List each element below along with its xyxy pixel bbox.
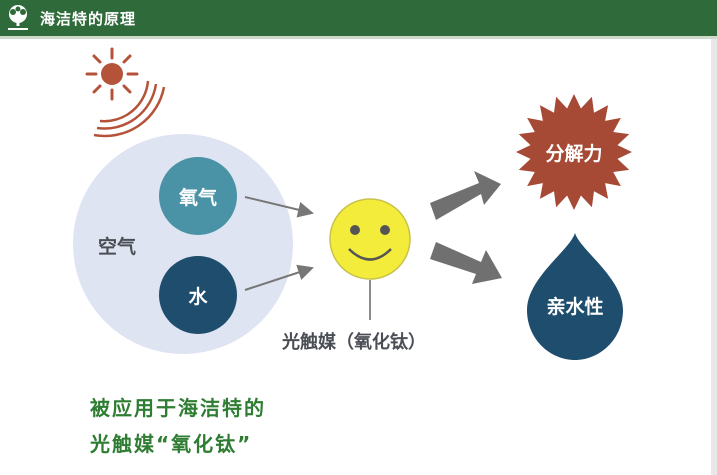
hydrophilic-label: 亲水性	[546, 295, 603, 318]
header-divider	[0, 36, 717, 39]
page-title: 海洁特的原理	[40, 10, 137, 28]
air-label: 空气	[98, 235, 136, 258]
smiley-face-icon	[329, 198, 411, 280]
water-circle	[159, 256, 237, 334]
caption-line-2: 光触媒“氧化钛”	[90, 432, 253, 456]
arrow-icon	[430, 171, 501, 220]
water-drop-icon	[527, 233, 623, 360]
slide-right-border	[711, 39, 717, 475]
tree-logo-icon	[8, 5, 28, 30]
air-circle	[73, 134, 293, 354]
starburst-icon	[516, 94, 632, 210]
header-bar: 海洁特的原理	[0, 0, 717, 36]
water-label: 水	[188, 286, 208, 308]
light-rays-icon	[93, 80, 166, 138]
oxygen-circle	[159, 157, 237, 235]
caption-line-1: 被应用于海洁特的	[90, 396, 266, 420]
oxygen-label: 氧气	[179, 186, 217, 209]
arrow-icon	[244, 196, 314, 218]
sun-icon	[85, 47, 139, 101]
decompose-label: 分解力	[545, 142, 602, 165]
arrow-icon	[244, 264, 314, 291]
photocatalyst-label: 光触媒（氧化钛）	[281, 331, 426, 353]
arrow-icon	[430, 242, 502, 284]
